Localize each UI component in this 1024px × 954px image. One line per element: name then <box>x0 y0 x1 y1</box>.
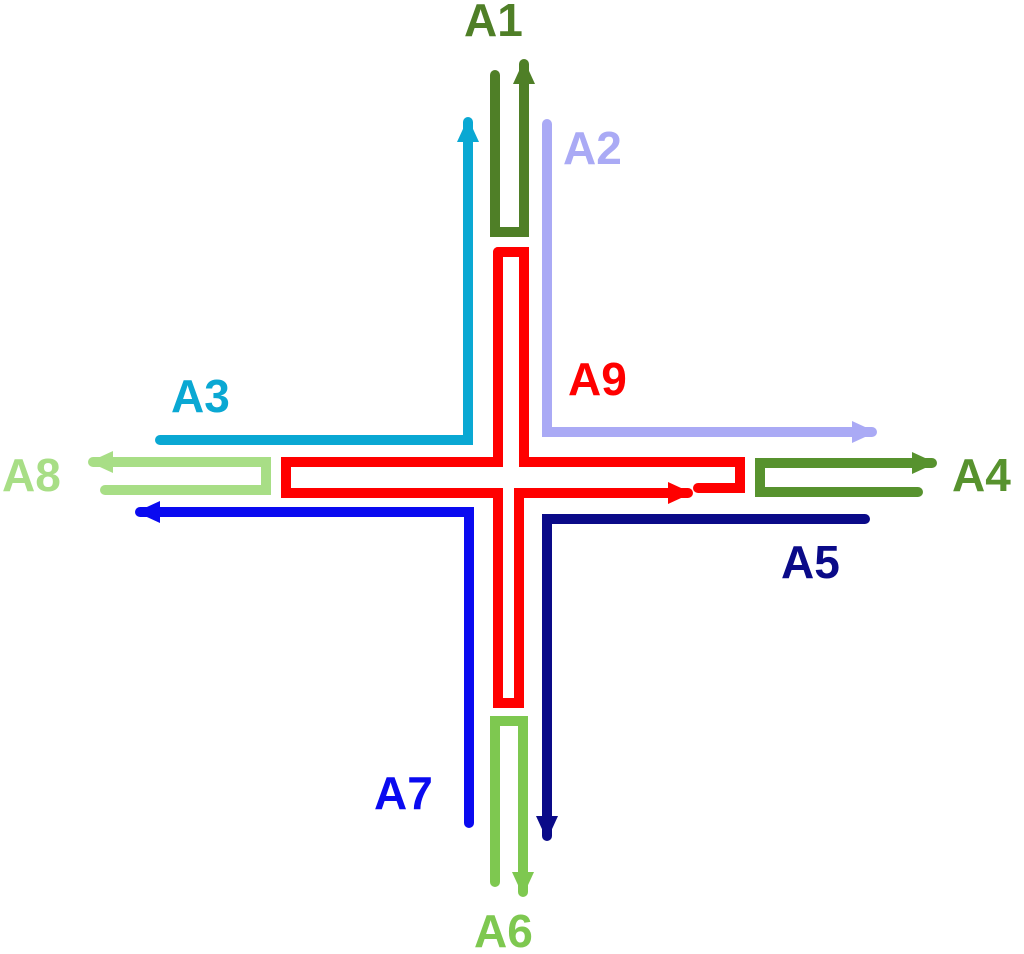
route-a1-path <box>490 59 535 237</box>
route-label-a1: A1 <box>464 0 523 46</box>
route-label-a4: A4 <box>952 449 1011 501</box>
route-a7-path <box>135 501 474 828</box>
route-label-a2: A2 <box>563 122 622 174</box>
route-a2-path <box>542 119 877 443</box>
route-label-a8: A8 <box>2 449 61 501</box>
route-a4-path <box>755 452 937 497</box>
route-label-a6: A6 <box>474 905 533 954</box>
route-label-a7: A7 <box>374 767 433 819</box>
route-a5-path <box>536 514 870 841</box>
route-label-a9: A9 <box>568 353 627 405</box>
route-a9-loop <box>281 247 693 708</box>
route-a8-path <box>88 451 271 495</box>
route-label-a5: A5 <box>781 536 840 588</box>
route-a9-path <box>493 247 745 493</box>
route-a6-path <box>490 716 534 897</box>
route-label-a3: A3 <box>171 370 230 422</box>
route-a3-path <box>155 117 479 445</box>
